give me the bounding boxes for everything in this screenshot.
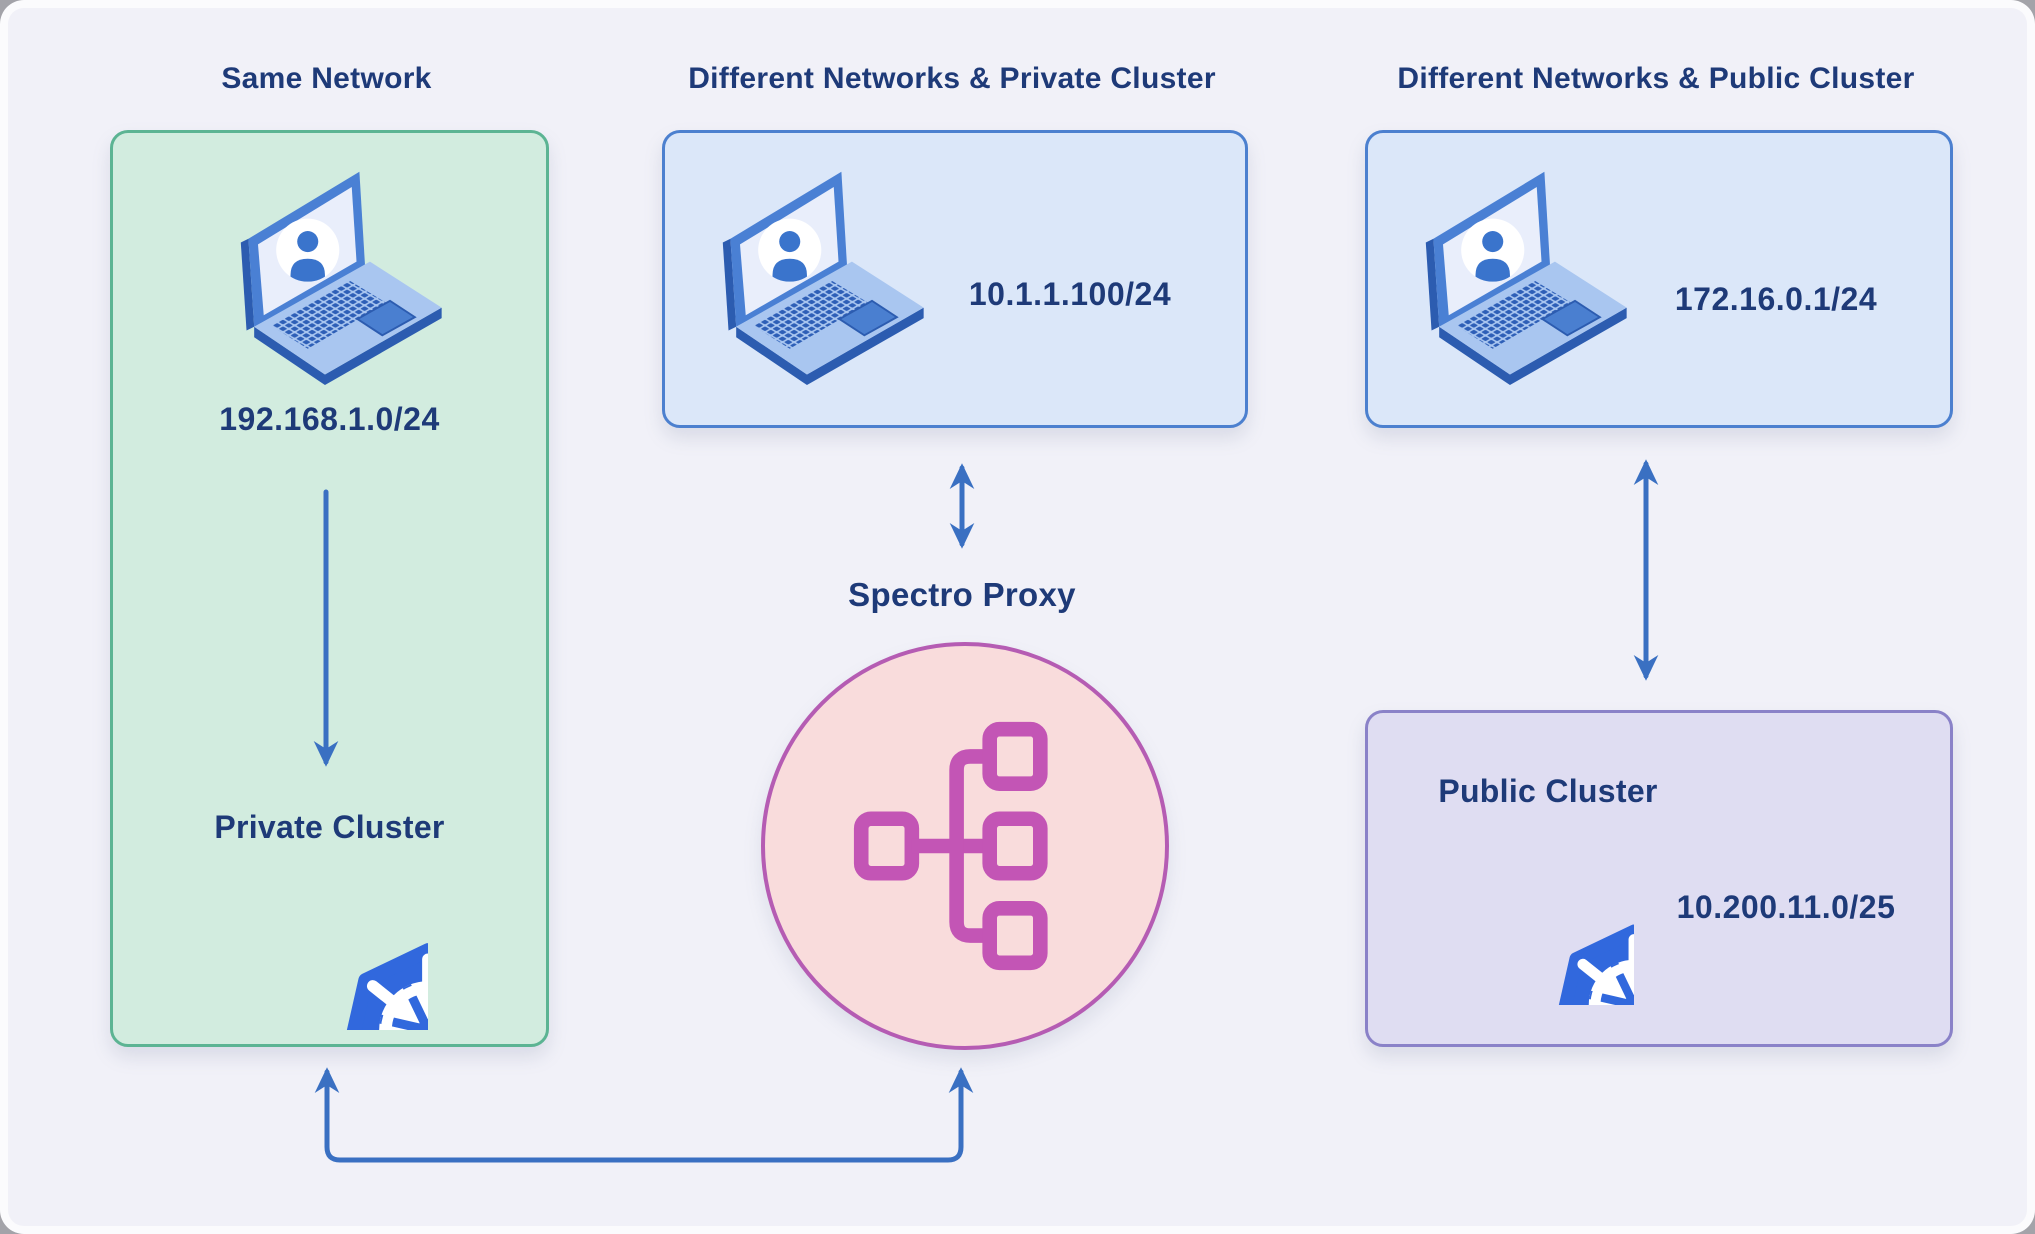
diff-private-ip: 10.1.1.100/24 <box>968 276 1172 312</box>
same-network-title: Same Network <box>221 62 432 95</box>
private-cluster-label: Private Cluster <box>214 809 445 845</box>
kubernetes-icon <box>1458 829 1634 1005</box>
spectro-proxy-circle <box>761 642 1169 1050</box>
laptop-user-icon <box>231 166 461 386</box>
network-hierarchy-icon <box>853 700 1068 992</box>
diff-public-ip: 172.16.0.1/24 <box>1674 281 1878 317</box>
laptop-user-icon <box>1416 166 1646 386</box>
public-cluster-label: Public Cluster <box>1438 773 1658 809</box>
laptop-user-icon <box>713 166 943 386</box>
diff-private-card: 10.1.1.100/24 <box>662 130 1248 428</box>
diff-public-card: 172.16.0.1/24 <box>1365 130 1953 428</box>
same-network-card: 192.168.1.0/24 Private Cluster <box>110 130 549 1047</box>
diff-private-title: Different Networks & Private Cluster <box>688 62 1216 95</box>
kubernetes-icon <box>238 840 428 1030</box>
public-cluster-ip: 10.200.11.0/25 <box>1676 889 1896 925</box>
public-cluster-card: Public Cluster 10.200.11.0/25 <box>1365 710 1953 1047</box>
same-network-ip: 192.168.1.0/24 <box>219 401 440 437</box>
spectro-proxy-label: Spectro Proxy <box>848 576 1076 613</box>
diff-public-title: Different Networks & Public Cluster <box>1397 62 1915 95</box>
